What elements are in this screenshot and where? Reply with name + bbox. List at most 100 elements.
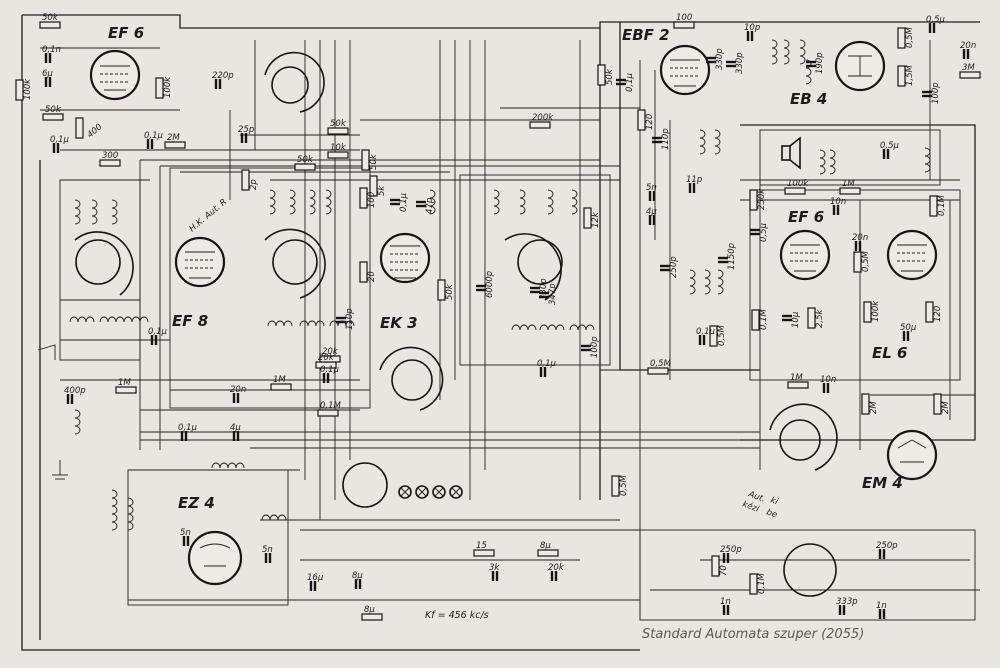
- capacitor: [539, 291, 549, 299]
- resistor: [787, 381, 809, 389]
- component-value: 10μ: [791, 311, 801, 328]
- resistor: [39, 21, 61, 29]
- capacitor: [838, 605, 846, 615]
- capacitor: [44, 53, 52, 63]
- capacitor: [66, 394, 74, 404]
- coil: [493, 189, 500, 215]
- resistor: [317, 409, 339, 417]
- switch-wafer-panel: [783, 543, 837, 597]
- component-value: 10p: [744, 23, 760, 33]
- component-value: 220p: [212, 71, 234, 81]
- component-value: 10n: [820, 375, 836, 385]
- coil: [74, 199, 81, 225]
- component-value: 10n: [830, 197, 846, 207]
- resistor: [270, 383, 292, 391]
- capacitor: [882, 149, 890, 159]
- annotations: Kf = 456 kc/s H.K. Aut. R Aut. kézi ki b…: [188, 197, 780, 621]
- resistor: [327, 127, 349, 135]
- tube-ef6-right: [779, 229, 831, 281]
- component-value: 333p: [836, 597, 858, 607]
- component-value: 250p: [876, 541, 898, 551]
- capacitor: [44, 77, 52, 87]
- resistor: [673, 21, 695, 29]
- resistor: [597, 64, 606, 86]
- capacitor: [962, 49, 970, 59]
- switch-wafer-center-left: [264, 228, 326, 299]
- component-value: 3M: [962, 63, 975, 73]
- component-value: 0,1M: [320, 401, 342, 411]
- component-value: 400p: [64, 386, 86, 396]
- component-value: 0,1M: [759, 308, 769, 330]
- resistor: [711, 555, 720, 577]
- component-value: 50k: [42, 13, 59, 23]
- tube-ez4: [187, 530, 243, 586]
- component-value: 347p: [548, 283, 558, 305]
- component-value: 1M: [790, 373, 803, 383]
- coil: [299, 320, 325, 327]
- antenna-symbol: [37, 344, 68, 480]
- component-value: 120: [933, 306, 943, 322]
- component-value: 1M: [118, 378, 131, 388]
- component-value: 2p: [249, 179, 259, 190]
- coil: [805, 59, 812, 85]
- capacitor: [530, 286, 540, 294]
- component-value: 100: [676, 13, 692, 23]
- hk-aut-note: H.K. Aut. R: [188, 197, 230, 234]
- tube-label-em4: EM 4: [862, 474, 903, 492]
- coil: [211, 462, 245, 469]
- resistor: [369, 175, 378, 197]
- coil: [429, 189, 436, 215]
- component-value: 6μ: [42, 69, 53, 79]
- resistor: [749, 189, 758, 211]
- capacitor: [648, 215, 656, 225]
- capacitor: [726, 60, 736, 68]
- component-value: 16μ: [307, 573, 324, 583]
- component-value: 110p: [345, 308, 355, 330]
- resistor: [751, 309, 760, 331]
- component-value: 0,1μ: [178, 423, 198, 433]
- component-value: 1150p: [727, 243, 737, 270]
- coil: [771, 39, 778, 65]
- capacitor: [182, 536, 190, 546]
- coil: [717, 269, 724, 295]
- coil: [511, 324, 537, 331]
- resistor: [853, 251, 862, 273]
- component-value: 200k: [532, 113, 554, 123]
- component-value: 0,1μ: [537, 359, 557, 369]
- component-value: 25p: [238, 125, 254, 135]
- tube-label-ef6-top: EF 6: [108, 24, 144, 42]
- coil: [123, 316, 149, 323]
- capacitor: [722, 605, 730, 615]
- resistor: [327, 151, 349, 159]
- coil: [924, 147, 931, 173]
- coil: [267, 320, 293, 327]
- lamp-4: [449, 485, 463, 499]
- resistor: [473, 549, 495, 557]
- component-value: 50k: [45, 105, 62, 115]
- capacitor: [264, 553, 272, 563]
- passive-components: [15, 21, 981, 621]
- tube-eb4: [834, 40, 886, 92]
- component-value: 330p: [715, 48, 725, 70]
- tube-label-ef6-right: EF 6: [788, 208, 824, 226]
- switch-note-be: be: [765, 507, 778, 520]
- component-value: 47p: [425, 198, 435, 214]
- capacitor: [902, 331, 910, 341]
- wiring: [21, 14, 980, 651]
- dial-lamps: [398, 485, 463, 499]
- resistor: [749, 573, 758, 595]
- resistor: [99, 159, 121, 167]
- coils: [69, 39, 931, 531]
- component-value: 0,5M: [905, 26, 915, 48]
- socket-octal: [342, 462, 388, 508]
- coil: [127, 497, 134, 531]
- coil: [714, 129, 721, 155]
- switch-wafer-bottom-center: [379, 346, 444, 411]
- component-value: 4μ: [646, 207, 657, 217]
- capacitor: [476, 284, 486, 292]
- loudspeaker: [781, 136, 801, 170]
- component-value: 250p: [720, 545, 742, 555]
- component-value: 20k: [548, 563, 565, 573]
